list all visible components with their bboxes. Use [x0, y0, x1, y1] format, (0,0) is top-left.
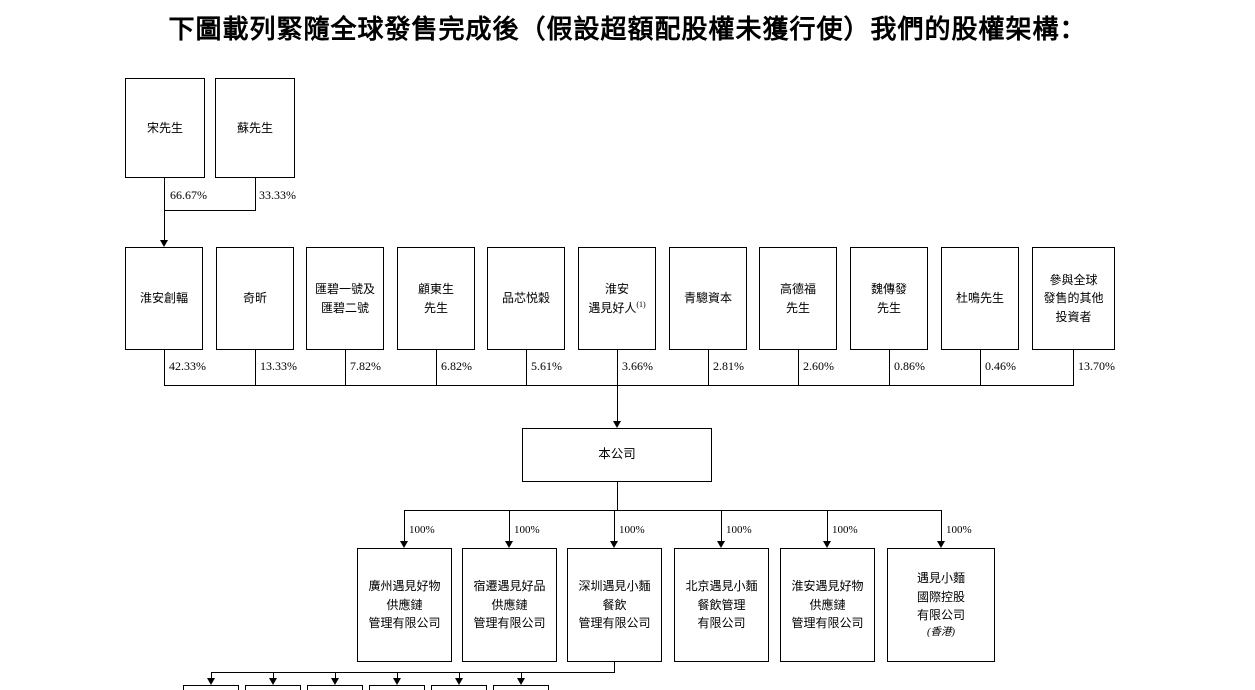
connector-line	[721, 510, 722, 541]
connector-line	[798, 350, 799, 386]
ownership-percentage: 13.33%	[260, 359, 297, 373]
arrow-down-icon	[937, 541, 945, 548]
ownership-percentage: 33.33%	[259, 188, 296, 202]
subsidiary-box: 深圳遇見小麵 餐飲 管理有限公司	[567, 548, 662, 662]
shareholder-box: 青驄資本	[669, 247, 747, 350]
shareholder-box: 品芯悦穀	[487, 247, 565, 350]
connector-line	[521, 672, 522, 679]
shareholder-box: 顧東生 先生	[397, 247, 475, 350]
lower-subsidiary-box-partial	[431, 685, 487, 690]
ownership-percentage: 42.33%	[169, 359, 206, 373]
connector-line	[404, 510, 941, 511]
shareholder-box: 匯碧一號及 匯碧二號	[306, 247, 384, 350]
subsidiary-name: 遇見小麵 國際控股 有限公司	[916, 570, 965, 623]
arrow-down-icon	[207, 678, 215, 685]
ownership-percentage: 2.60%	[803, 359, 834, 373]
connector-line	[617, 385, 618, 421]
connector-line	[255, 178, 256, 211]
subsidiary-box: 廣州遇見好物 供應鏈 管理有限公司	[357, 548, 452, 662]
connector-line	[614, 510, 615, 541]
connector-line	[164, 178, 165, 240]
connector-line	[211, 672, 615, 673]
arrow-down-icon	[823, 541, 831, 548]
connector-line	[617, 482, 618, 510]
page-title: 下圖載列緊隨全球發售完成後（假設超額配股權未獲行使）我們的股權架構：	[168, 14, 1087, 44]
connector-line	[397, 672, 398, 679]
connector-line	[980, 350, 981, 386]
arrow-down-icon	[613, 421, 621, 428]
ownership-percentage: 100%	[726, 524, 752, 536]
arrow-down-icon	[269, 678, 277, 685]
lower-subsidiary-box-partial	[369, 685, 425, 690]
ownership-percentage: 6.82%	[441, 359, 472, 373]
ownership-percentage: 100%	[514, 524, 540, 536]
founder-box-su: 蘇先生	[215, 78, 295, 178]
arrow-down-icon	[160, 240, 168, 247]
ownership-percentage: 0.86%	[894, 359, 925, 373]
shareholder-box: 高德福 先生	[759, 247, 837, 350]
connector-line	[436, 350, 437, 386]
lower-subsidiary-box-partial	[245, 685, 301, 690]
ownership-percentage: 3.66%	[622, 359, 653, 373]
shareholder-box: 杜鳴先生	[941, 247, 1019, 350]
subsidiary-box: 宿遷遇見好品 供應鏈 管理有限公司	[462, 548, 557, 662]
subsidiary-jurisdiction-note: (香港)	[926, 626, 955, 638]
shareholder-box: 淮安創輻	[125, 247, 203, 350]
shareholder-label: 淮安 遇見好人(1)	[588, 280, 645, 317]
ownership-percentage: 0.46%	[985, 359, 1016, 373]
ownership-percentage: 100%	[832, 524, 858, 536]
ownership-percentage: 7.82%	[350, 359, 381, 373]
subsidiary-label: 遇見小麵 國際控股 有限公司 (香港)	[917, 569, 965, 641]
arrow-down-icon	[610, 541, 618, 548]
connector-line	[164, 350, 165, 386]
connector-line	[889, 350, 890, 386]
footnote-marker: (1)	[636, 299, 646, 309]
shareholder-box: 參與全球 發售的其他 投資者	[1032, 247, 1115, 350]
ownership-percentage: 66.67%	[170, 188, 207, 202]
connector-line	[617, 350, 618, 386]
connector-line	[164, 385, 1074, 386]
ownership-percentage: 100%	[619, 524, 645, 536]
connector-line	[404, 510, 405, 541]
lower-subsidiary-box-partial	[493, 685, 549, 690]
arrow-down-icon	[393, 678, 401, 685]
subsidiary-box: 遇見小麵 國際控股 有限公司 (香港)	[887, 548, 995, 662]
arrow-down-icon	[717, 541, 725, 548]
subsidiary-box: 北京遇見小麵 餐飲管理 有限公司	[674, 548, 769, 662]
connector-line	[526, 350, 527, 386]
company-box: 本公司	[522, 428, 712, 482]
founder-box-song: 宋先生	[125, 78, 205, 178]
connector-line	[614, 662, 615, 673]
arrow-down-icon	[400, 541, 408, 548]
arrow-down-icon	[455, 678, 463, 685]
arrow-down-icon	[517, 678, 525, 685]
shareholder-name: 淮安 遇見好人	[588, 281, 637, 315]
subsidiary-box: 淮安遇見好物 供應鏈 管理有限公司	[780, 548, 875, 662]
ownership-percentage: 13.70%	[1078, 359, 1115, 373]
connector-line	[459, 672, 460, 679]
connector-line	[335, 672, 336, 679]
connector-line	[708, 350, 709, 386]
arrow-down-icon	[331, 678, 339, 685]
connector-line	[255, 350, 256, 386]
arrow-down-icon	[505, 541, 513, 548]
connector-line	[1073, 350, 1074, 386]
ownership-percentage: 100%	[946, 524, 972, 536]
connector-line	[345, 350, 346, 386]
connector-line	[273, 672, 274, 679]
ownership-percentage: 5.61%	[531, 359, 562, 373]
lower-subsidiary-box-partial	[307, 685, 363, 690]
connector-line	[509, 510, 510, 541]
connector-line	[211, 672, 212, 679]
connector-line	[941, 510, 942, 541]
lower-subsidiary-box-partial	[183, 685, 239, 690]
shareholder-box: 奇昕	[216, 247, 294, 350]
ownership-percentage: 100%	[409, 524, 435, 536]
ownership-percentage: 2.81%	[713, 359, 744, 373]
connector-line	[164, 210, 256, 211]
shareholder-box: 淮安 遇見好人(1)	[578, 247, 656, 350]
shareholder-box: 魏傳發 先生	[850, 247, 928, 350]
connector-line	[827, 510, 828, 541]
